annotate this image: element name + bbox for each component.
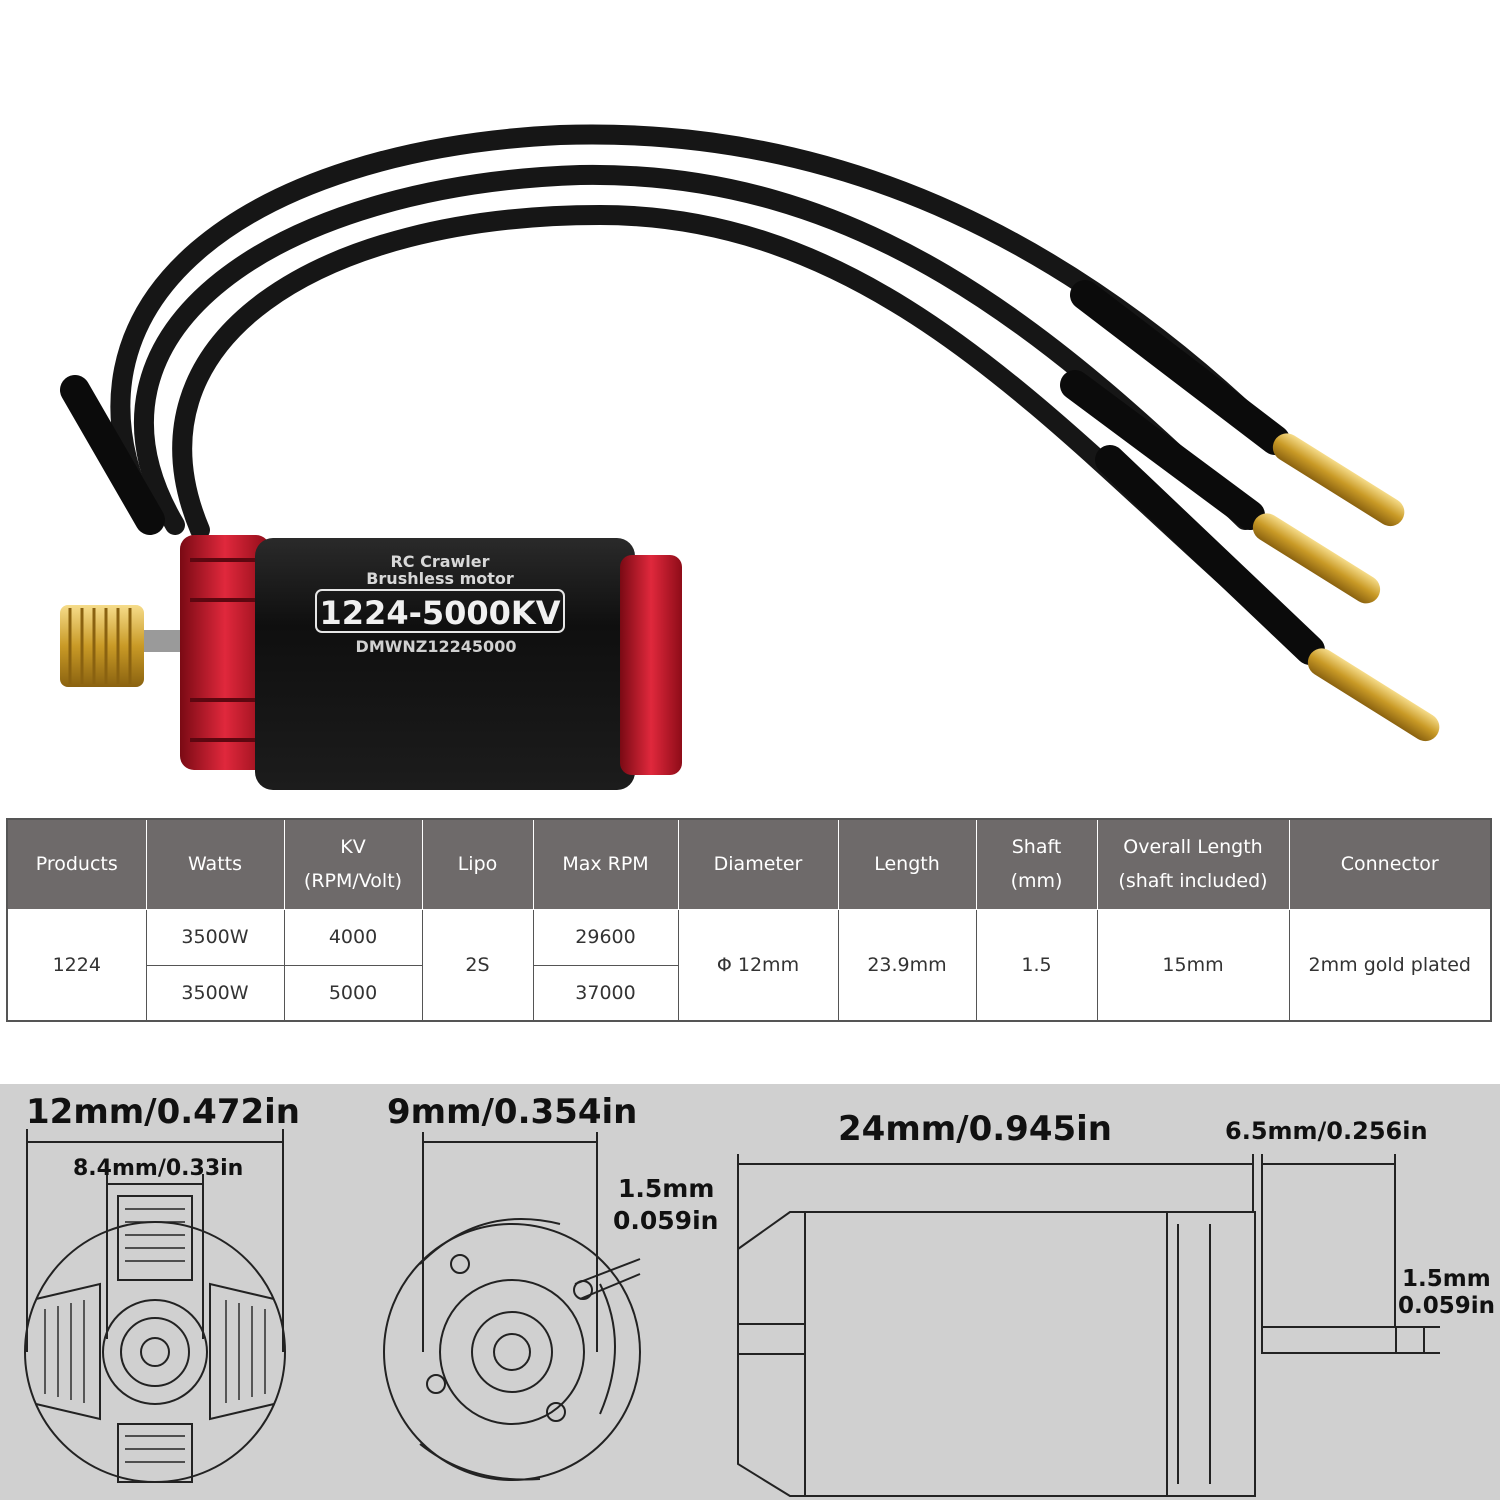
cell-connector: 2mm gold plated xyxy=(1288,908,1492,1022)
header-cell: Lipo xyxy=(421,818,534,910)
motor-label-line1: RC Crawler xyxy=(390,552,489,571)
front-view-drawing xyxy=(24,1129,286,1483)
mount-spacing-label: 9mm/0.354in xyxy=(387,1092,638,1132)
dimension-drawings-panel: 12mm/0.472in 8.4mm/0.33in 9mm/0.354in 1.… xyxy=(0,1084,1500,1500)
header-line1: Lipo xyxy=(457,853,498,876)
header-cell: Max RPM xyxy=(532,818,679,910)
header-line1: Connector xyxy=(1340,853,1439,876)
outer-diameter-label: 12mm/0.472in xyxy=(26,1092,300,1132)
motor-model: 1224-5000KV xyxy=(320,594,561,632)
cell-kv: 5000 xyxy=(283,964,423,1022)
motor-label-line2: Brushless motor xyxy=(366,569,514,588)
cell-watts: 3500W xyxy=(145,908,285,966)
technical-drawing xyxy=(24,1129,1440,1497)
heat-shrink xyxy=(60,280,1325,665)
bullet-connectors xyxy=(1252,433,1440,742)
table-row: 1224 3500W 4000 2S 29600 Φ 12mm 23.9mm 1… xyxy=(6,908,1492,1022)
cell-length: 23.9mm xyxy=(837,908,977,1022)
product-photo: RC Crawler Brushless motor 1224-5000KV D… xyxy=(60,124,1440,790)
cell-max-rpm: 37000 xyxy=(532,964,679,1022)
shaft-length-label: 6.5mm/0.256in xyxy=(1225,1117,1428,1145)
brushless-motor: RC Crawler Brushless motor 1224-5000KV D… xyxy=(60,535,682,790)
shaft-diameter-label-mm: 1.5mm xyxy=(1402,1266,1491,1292)
header-cell: Watts xyxy=(145,818,285,910)
cell-watts: 3500W xyxy=(145,964,285,1022)
header-cell: Length xyxy=(837,818,977,910)
shaft-diameter-label-in: 0.059in xyxy=(1398,1293,1496,1319)
body-length-label: 24mm/0.945in xyxy=(838,1109,1112,1149)
header-line1: Length xyxy=(874,853,940,876)
cell-diameter: Φ 12mm xyxy=(677,908,839,1022)
table-row: 3500W 5000 37000 xyxy=(7,964,1491,1022)
header-cell: Connector xyxy=(1288,818,1492,910)
header-cell: Shaft (mm) xyxy=(975,818,1098,910)
header-line1: Watts xyxy=(187,853,242,876)
rear-view-drawing xyxy=(383,1132,641,1481)
spec-table: Products Watts KV (RPM/Volt) Lipo Max RPM Diam… xyxy=(6,818,1492,1022)
spec-header-row: Products Watts KV (RPM/Volt) Lipo Max RPM Diam… xyxy=(6,818,1492,910)
hole-size-label-mm: 1.5mm xyxy=(618,1174,715,1203)
header-line1: KV xyxy=(340,836,366,859)
cell-lipo: 2S xyxy=(421,908,534,1022)
header-line2: (shaft included) xyxy=(1118,870,1268,893)
header-cell: Overall Length (shaft included) xyxy=(1096,818,1290,910)
inner-diameter-label: 8.4mm/0.33in xyxy=(73,1156,244,1181)
header-line1: Max RPM xyxy=(562,853,649,876)
header-cell: KV (RPM/Volt) xyxy=(283,818,423,910)
header-line1: Products xyxy=(35,853,118,876)
header-cell: Diameter xyxy=(677,818,839,910)
cell-max-rpm: 29600 xyxy=(532,908,679,966)
cell-kv: 4000 xyxy=(283,908,423,966)
header-line1: Diameter xyxy=(713,853,803,876)
side-view-drawing xyxy=(737,1154,1440,1497)
hole-size-label-in: 0.059in xyxy=(613,1206,719,1235)
header-line2: (RPM/Volt) xyxy=(303,870,403,893)
cell-product: 1224 xyxy=(6,908,147,1022)
header-line1: Overall Length xyxy=(1123,836,1263,859)
header-cell: Products xyxy=(6,818,147,910)
cell-overall-length: 15mm xyxy=(1096,908,1290,1022)
header-line2: (mm) xyxy=(1010,870,1063,893)
header-line1: Shaft xyxy=(1011,836,1062,859)
motor-serial: DMWNZ12245000 xyxy=(356,637,517,656)
cell-shaft: 1.5 xyxy=(975,908,1098,1022)
